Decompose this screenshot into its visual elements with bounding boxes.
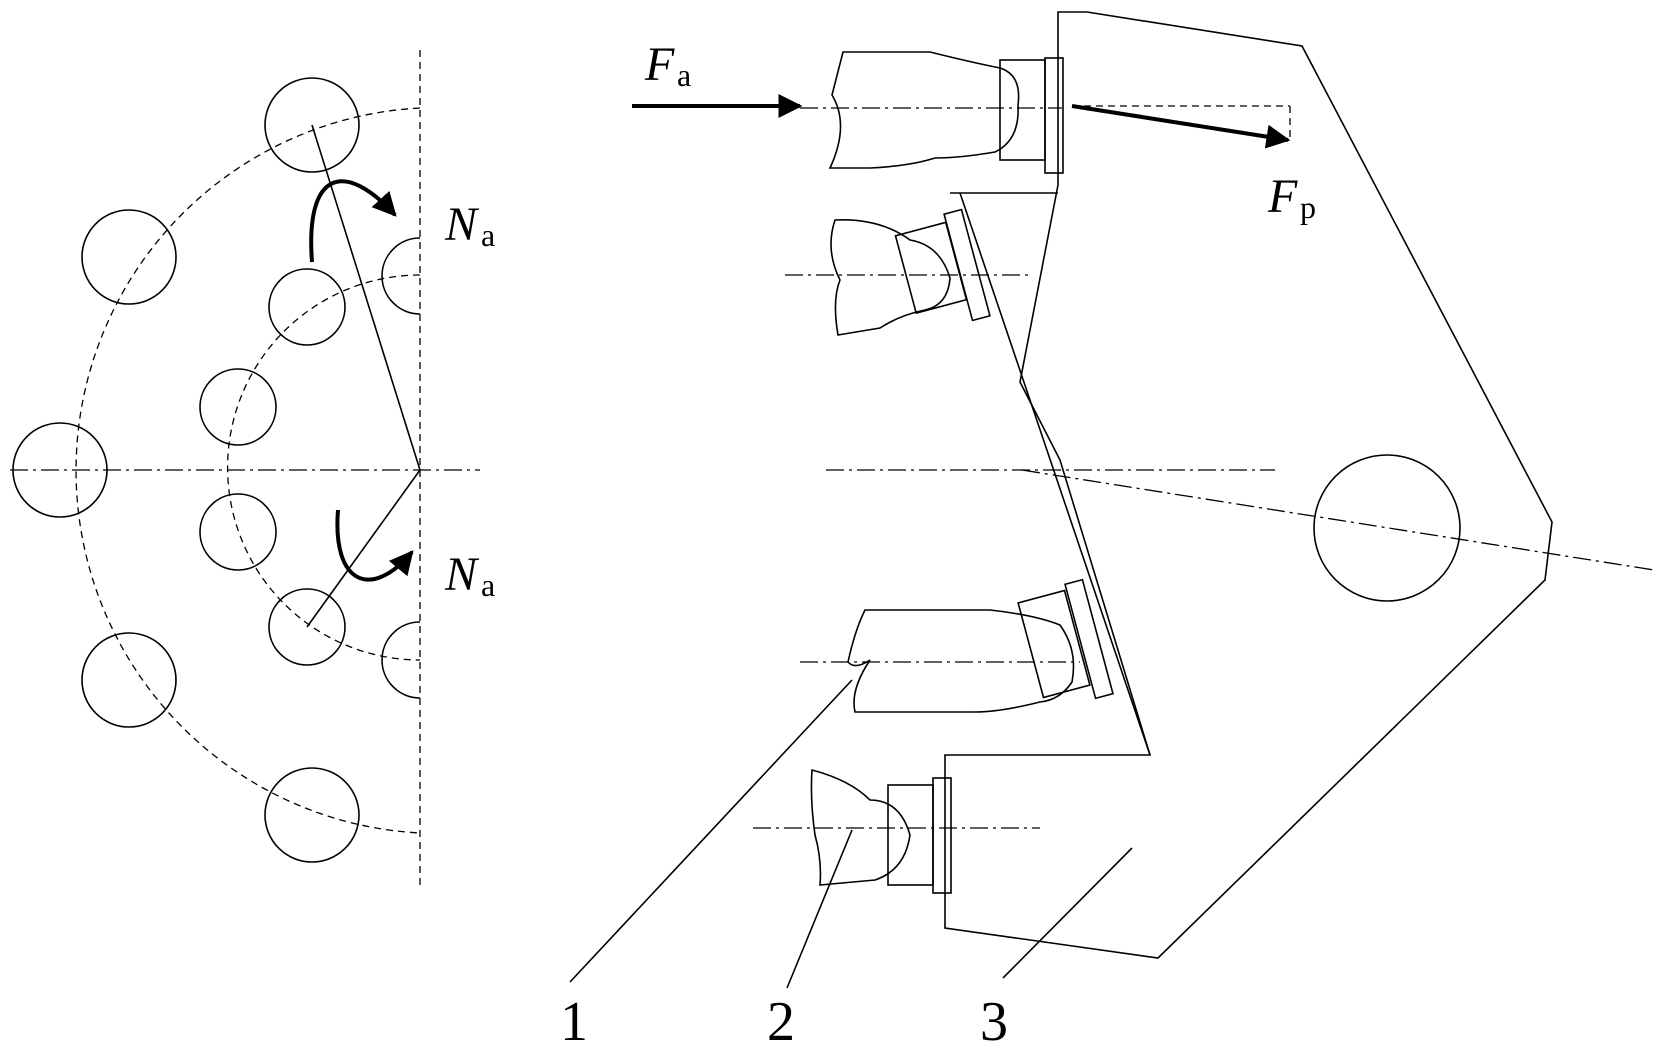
- outer-cutter-circle: [81, 209, 177, 305]
- push-force-label: F p: [1267, 170, 1316, 225]
- callout-label-2: 2: [767, 991, 795, 1053]
- inclined-center-line: [1021, 469, 1654, 571]
- moment-label-upper-main: N: [444, 198, 480, 251]
- cutter-holder-2: [894, 221, 968, 315]
- push-force-label-main: F: [1267, 170, 1298, 223]
- callout-label-1: 1: [560, 991, 588, 1053]
- body-face-line: [959, 192, 1151, 756]
- outer-cutter-circle: [264, 767, 360, 863]
- left-layout-view: [10, 50, 480, 890]
- axial-force-label-main: F: [644, 38, 675, 91]
- moment-label-upper-sub: a: [481, 217, 495, 253]
- angle-line-lower: [306, 469, 421, 628]
- inner-cutter-circle: [199, 493, 277, 571]
- callout-label-3: 3: [980, 991, 1008, 1053]
- cutter-seat-2: [943, 208, 991, 322]
- outer-cutter-circle: [12, 422, 108, 518]
- outer-pitch-circle: [75, 107, 421, 834]
- inner-cutter-circle: [268, 268, 346, 346]
- outer-cutter-circle: [264, 77, 360, 173]
- leader-line-2: [786, 829, 853, 989]
- cutter-tooth-top: [828, 51, 1020, 169]
- bolt-hole-circle: [1313, 454, 1461, 602]
- cutter-tooth-3: [847, 609, 1075, 713]
- inner-pitch-circle: [226, 274, 421, 661]
- cutter-head-body: [944, 11, 1553, 959]
- moment-arrow-upper: [309, 179, 397, 263]
- leader-line-3: [1002, 847, 1133, 979]
- cutter-holder-top: [999, 59, 1046, 161]
- cutter-holder-3: [1017, 589, 1091, 699]
- inner-cutter-circle: [199, 368, 277, 446]
- angle-line-upper: [311, 124, 421, 471]
- inner-cutter-circle: [268, 588, 346, 666]
- half-cutter-lower: [381, 621, 421, 699]
- half-cutter-upper: [381, 237, 421, 315]
- cutter-seat-3: [1064, 578, 1114, 700]
- cutter-tooth-bottom: [810, 768, 911, 886]
- push-force-arrow: [1071, 104, 1291, 149]
- cutter-tooth-2: [830, 219, 951, 336]
- moment-label-lower-sub: a: [481, 567, 495, 603]
- push-force-label-sub: p: [1300, 189, 1316, 225]
- cutter-seat-bottom: [932, 777, 952, 894]
- moment-label-lower: N a: [444, 548, 495, 603]
- moment-label-upper: N a: [444, 198, 495, 253]
- outer-cutter-circle: [81, 632, 177, 728]
- moment-label-lower-main: N: [444, 548, 480, 601]
- axial-force-label-sub: a: [677, 57, 691, 93]
- leader-line-1: [569, 679, 853, 983]
- right-section-view: [569, 11, 1654, 989]
- axial-force-label: F a: [644, 38, 691, 93]
- moment-arrow-lower: [335, 509, 414, 582]
- cutter-seat-top: [1044, 57, 1064, 174]
